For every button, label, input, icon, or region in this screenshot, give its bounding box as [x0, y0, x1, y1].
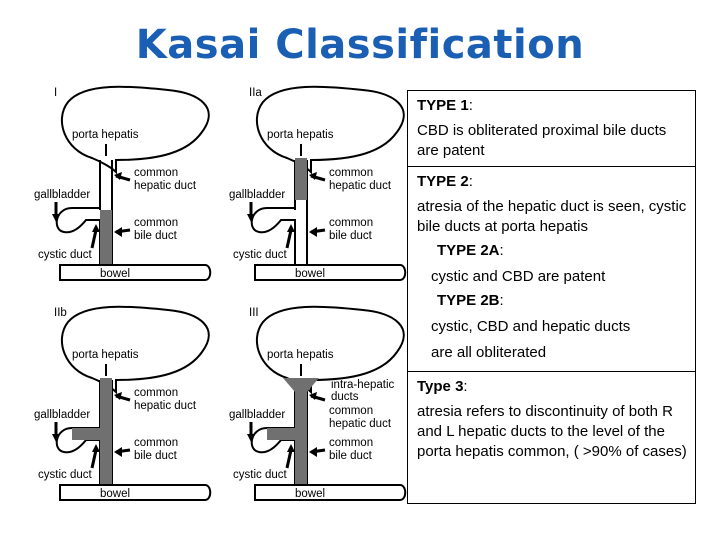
label-common-1: common: [329, 405, 373, 417]
label-bowel: bowel: [100, 268, 130, 280]
arrow-gallbladder: [247, 422, 255, 442]
diagram-type-iib: IIb porta hepatis common hepatic duct ga…: [34, 300, 220, 505]
arrow-hepatic: [309, 392, 326, 402]
type1-heading: TYPE 1: [417, 97, 469, 114]
bowel-shape: [254, 264, 407, 281]
arrow-bile: [309, 227, 326, 237]
type2a-heading: TYPE 2A: [437, 242, 500, 259]
type2b-text-2: are all obliterated: [431, 344, 547, 361]
gallbladder-shape: [250, 207, 296, 265]
type2-heading: TYPE 2: [417, 173, 469, 190]
obliterated-segment: [72, 378, 112, 485]
obliterated-segment: [100, 210, 112, 265]
gallbladder-shape: [55, 207, 101, 265]
label-intra-hepatic: intra-hepatic: [331, 379, 395, 391]
gallbladder-shape: [55, 427, 101, 485]
diagram-svg: I porta hepatis common hepatic duct gall…: [34, 85, 212, 281]
type-label: III: [249, 307, 259, 319]
diagram-type-iii: III porta hepatis common hepatic duct ga…: [229, 300, 415, 505]
liver-outline: [255, 305, 405, 395]
row-type-1: TYPE 1: CBD is obliterated proximal bile…: [408, 91, 695, 167]
bowel-shape: [59, 484, 212, 501]
type2-colon: :: [468, 173, 473, 190]
kasai-type-table: TYPE 1: CBD is obliterated proximal bile…: [407, 90, 696, 504]
type3-text: atresia refers to discontinuity of both …: [417, 403, 687, 460]
type2a-text: cystic and CBD are patent: [431, 268, 606, 285]
label-common-2: common: [329, 217, 373, 229]
arrow-bile: [309, 447, 326, 457]
liver-outline: [60, 85, 210, 175]
arrow-cystic: [285, 224, 295, 249]
arrow-gallbladder: [52, 422, 60, 442]
label-bile-duct: bile duct: [329, 450, 373, 462]
bowel-shape: [254, 484, 407, 501]
label-bowel: bowel: [295, 488, 325, 500]
label-gallbladder: gallbladder: [34, 189, 90, 201]
type-label: IIa: [249, 87, 262, 99]
label-hepatic-duct: hepatic duct: [134, 180, 197, 192]
label-bowel: bowel: [100, 488, 130, 500]
label-gallbladder: gallbladder: [34, 409, 90, 421]
label-hepatic-duct: hepatic duct: [134, 400, 197, 412]
type-label: I: [54, 87, 57, 99]
slide-title: Kasai Classification: [135, 22, 585, 68]
row-type-3: Type 3: atresia refers to discontinuity …: [408, 372, 695, 468]
arrow-hepatic: [114, 392, 131, 402]
arrow-gallbladder: [247, 202, 255, 222]
diagram-svg: III porta hepatis common hepatic duct ga…: [229, 305, 407, 501]
type2-text: atresia of the hepatic duct is seen, cys…: [417, 198, 687, 235]
type2b-text-1: cystic, CBD and hepatic ducts: [431, 318, 631, 335]
obliterated-segment: [295, 158, 307, 200]
label-cystic-duct: cystic duct: [233, 469, 287, 481]
label-hepatic-duct: hepatic duct: [329, 418, 392, 430]
type1-colon: :: [468, 97, 473, 114]
label-bowel: bowel: [295, 268, 325, 280]
label-bile-duct: bile duct: [134, 450, 178, 462]
label-bile-duct: bile duct: [134, 230, 178, 242]
type2b-heading: TYPE 2B: [437, 292, 500, 309]
label-common-1: common: [329, 167, 373, 179]
label-common-1: common: [134, 387, 178, 399]
arrow-bile: [114, 447, 131, 457]
label-cystic-duct: cystic duct: [38, 249, 92, 261]
label-porta-hepatis: porta hepatis: [267, 129, 334, 141]
type2b-colon: :: [499, 292, 504, 309]
type-label: IIb: [54, 307, 67, 319]
label-gallbladder: gallbladder: [229, 409, 285, 421]
arrow-cystic: [90, 224, 100, 249]
label-common-2: common: [134, 437, 178, 449]
arrow-bile: [114, 227, 131, 237]
label-cystic-duct: cystic duct: [233, 249, 287, 261]
diagram-type-iia: IIa porta hepatis common hepatic duct ga…: [229, 80, 415, 285]
label-ducts: ducts: [331, 391, 359, 403]
label-common-2: common: [134, 217, 178, 229]
arrow-hepatic: [114, 172, 131, 182]
label-hepatic-duct: hepatic duct: [329, 180, 392, 192]
diagram-type-i: I porta hepatis common hepatic duct gall…: [34, 80, 220, 285]
type2a-colon: :: [499, 242, 504, 259]
label-cystic-duct: cystic duct: [38, 469, 92, 481]
label-bile-duct: bile duct: [329, 230, 373, 242]
gallbladder-shape: [250, 427, 296, 485]
label-porta-hepatis: porta hepatis: [72, 129, 139, 141]
arrow-gallbladder: [52, 202, 60, 222]
arrow-cystic: [285, 444, 295, 469]
diagram-svg: IIb porta hepatis common hepatic duct ga…: [34, 305, 212, 501]
label-common-1: common: [134, 167, 178, 179]
diagram-svg: IIa porta hepatis common hepatic duct ga…: [229, 85, 407, 281]
label-porta-hepatis: porta hepatis: [72, 349, 139, 361]
type3-colon: :: [463, 378, 468, 395]
arrow-hepatic: [309, 172, 326, 182]
liver-outline: [60, 305, 210, 395]
row-type-2: TYPE 2: atresia of the hepatic duct is s…: [408, 167, 695, 372]
liver-outline: [255, 85, 405, 175]
bowel-shape: [59, 264, 212, 281]
label-common-2: common: [329, 437, 373, 449]
obliterated-segment: [267, 378, 319, 485]
type3-heading: Type 3: [417, 378, 464, 395]
arrow-cystic: [90, 444, 100, 469]
label-gallbladder: gallbladder: [229, 189, 285, 201]
label-porta-hepatis: porta hepatis: [267, 349, 334, 361]
type1-text: CBD is obliterated proximal bile ducts a…: [417, 122, 667, 159]
